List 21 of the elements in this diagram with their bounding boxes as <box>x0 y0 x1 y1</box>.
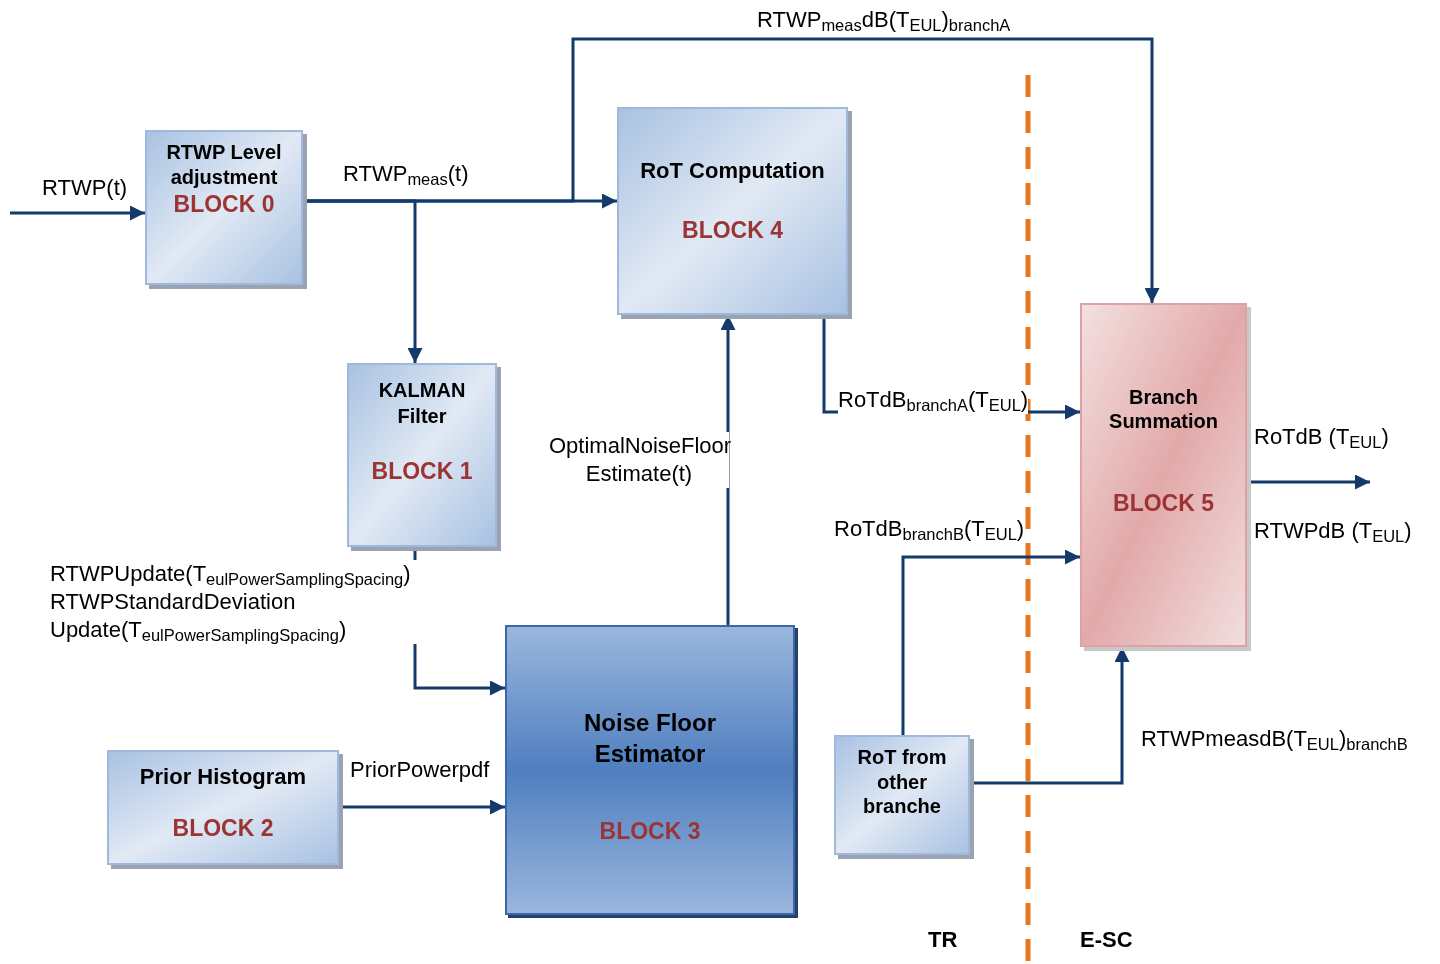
box-title: RoT from other branche <box>857 745 947 819</box>
signal-label: RoTdB (T$_{EUL}$) <box>1254 423 1389 451</box>
arrow <box>10 205 145 221</box>
box-title: RTWP Level adjustment <box>165 140 283 190</box>
edge-label: OptimalNoiseFloor Estimate(t) <box>549 432 729 488</box>
block-number: BLOCK 0 <box>173 190 275 218</box>
block-number: BLOCK 4 <box>682 216 783 244</box>
region-label: E-SC <box>1080 926 1133 954</box>
block-number: BLOCK 3 <box>599 817 701 845</box>
box-title: RoT Computation <box>639 157 826 184</box>
block-number: BLOCK 1 <box>371 457 473 485</box>
box-title: Noise Floor Estimator <box>583 708 717 769</box>
region-label: TR <box>928 926 958 954</box>
box-title: Branch Summation <box>1108 385 1219 433</box>
box-title: Prior Histogram <box>138 764 308 790</box>
arrow <box>901 549 1080 735</box>
block-number: BLOCK 2 <box>172 814 274 842</box>
process-box <box>505 625 795 915</box>
box-title: KALMAN Filter <box>377 378 467 429</box>
signal-label: RTWPdB (T$_{EUL}$) <box>1254 517 1412 545</box>
block-number: BLOCK 5 <box>1113 489 1214 517</box>
